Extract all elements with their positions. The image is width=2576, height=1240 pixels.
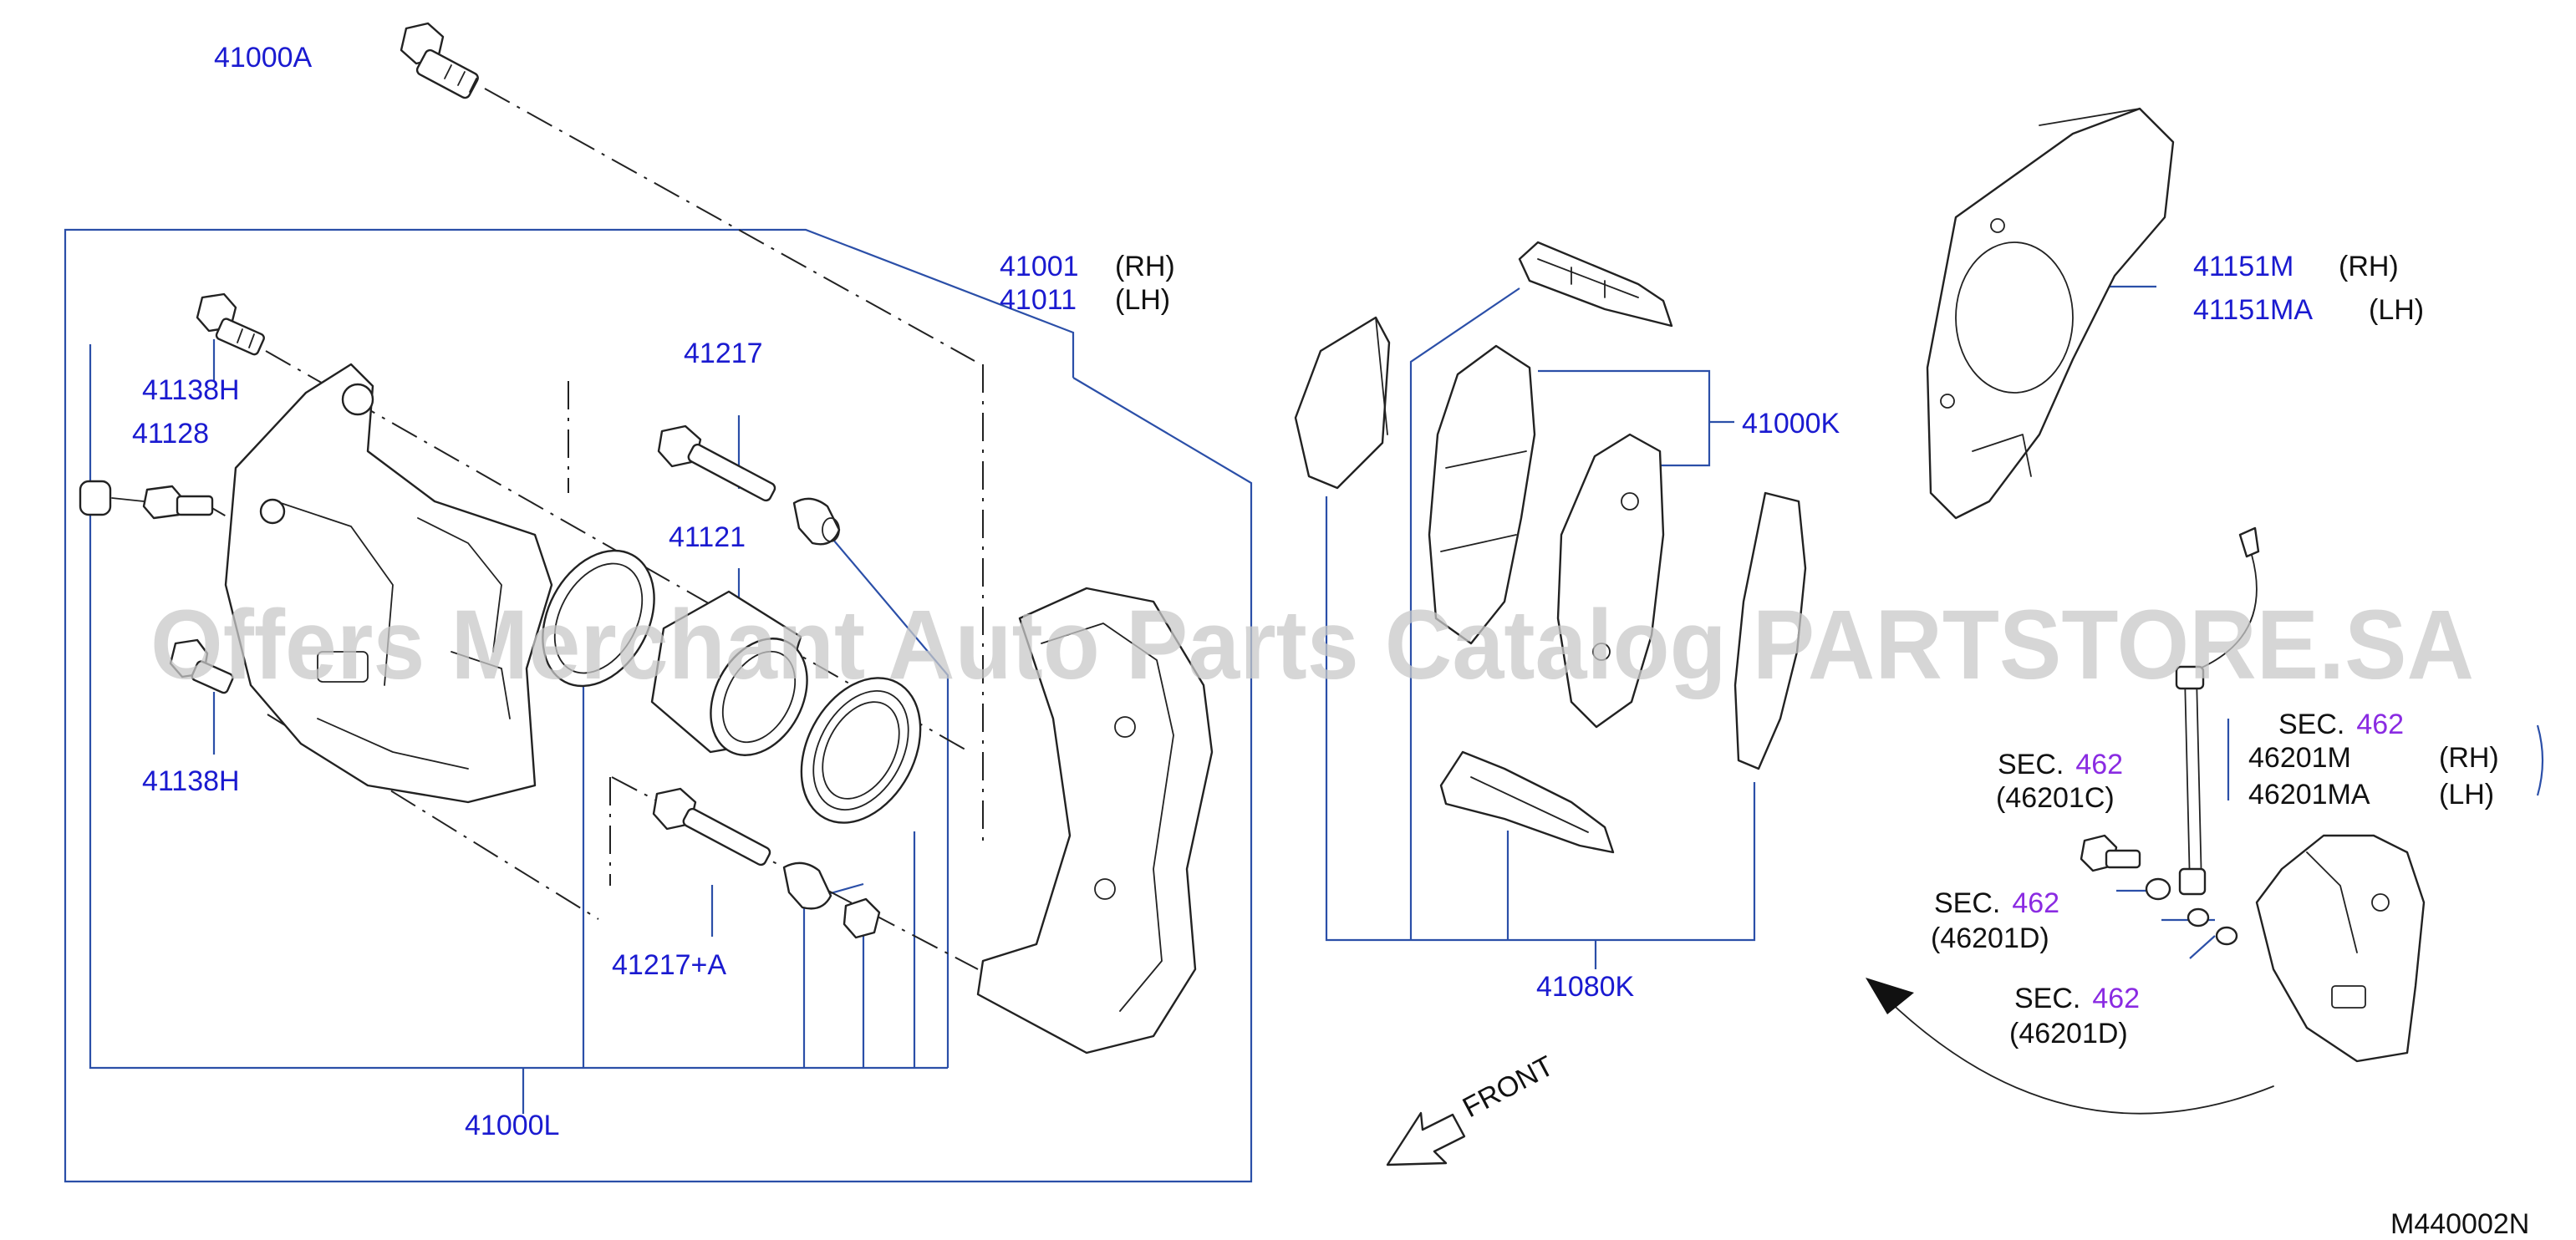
section-ref-462-c-num: 462 xyxy=(2092,983,2140,1014)
diagram-code: M440002N xyxy=(2390,1208,2529,1240)
bleeder-bolt-41138h-top[interactable] xyxy=(196,292,265,356)
bleeder-bolt-41138h-bottom[interactable] xyxy=(169,638,234,694)
callout-41151m[interactable]: 41151M xyxy=(2193,251,2293,282)
callout-46201ma-side: (LH) xyxy=(2439,779,2494,811)
piston-dust-boot[interactable] xyxy=(777,658,944,844)
section-ref-462-hose[interactable]: SEC. 462 xyxy=(2278,709,2404,740)
callout-41217[interactable]: 41217 xyxy=(684,338,763,369)
callout-41000a[interactable]: 41000A xyxy=(214,42,313,74)
caliper-bracket[interactable] xyxy=(976,587,1214,1055)
pad-shim[interactable] xyxy=(1294,316,1391,490)
hose-union-bolt[interactable] xyxy=(2080,834,2238,946)
pin-boot-bottom[interactable] xyxy=(782,861,881,939)
pin-boot-top[interactable] xyxy=(792,497,841,546)
watermark: Offers Merchant Auto Parts Catalog PARTS… xyxy=(150,590,2474,700)
callout-41217a[interactable]: 41217+A xyxy=(612,949,726,981)
section-ref-462-hose-num: 462 xyxy=(2356,709,2404,740)
leader-lines xyxy=(64,228,2544,1183)
section-ref-462-c-prefix: SEC. xyxy=(2014,983,2080,1014)
callout-46201m-side: (RH) xyxy=(2439,742,2499,774)
section-ref-462-c[interactable]: SEC. 462 xyxy=(2014,983,2140,1014)
rotation-arrow-icon xyxy=(1866,978,2274,1115)
callout-41121[interactable]: 41121 xyxy=(669,521,746,553)
callout-41000l[interactable]: 41000L xyxy=(465,1110,559,1141)
front-label: FRONT xyxy=(1458,1050,1559,1125)
caliper-bolt-41000a[interactable] xyxy=(400,22,480,99)
callout-41128[interactable]: 41128 xyxy=(132,418,209,450)
callout-41151ma[interactable]: 41151MA xyxy=(2193,294,2313,326)
section-ref-462-a-num: 462 xyxy=(2075,749,2123,780)
anti-squeal-shim-outer[interactable] xyxy=(1733,491,1807,770)
piston-seal[interactable] xyxy=(521,531,677,705)
callout-41011-side: (LH) xyxy=(1115,284,1170,316)
guide-pin-41217-top[interactable] xyxy=(657,424,776,502)
splash-shield[interactable] xyxy=(1926,107,2175,520)
bleeder-cap-41128[interactable] xyxy=(79,480,214,520)
callout-41080k[interactable]: 41080K xyxy=(1536,971,1635,1003)
guide-pin-41217a-bottom[interactable] xyxy=(652,787,771,866)
brake-pad-inner[interactable] xyxy=(1428,344,1536,645)
callout-41138h-top[interactable]: 41138H xyxy=(142,374,240,406)
front-direction-arrow-icon xyxy=(1386,1111,1466,1166)
callout-41138h-bottom[interactable]: 41138H xyxy=(142,765,240,797)
caliper-piston-41121[interactable] xyxy=(650,590,827,772)
section-ref-46201d-b: (46201D) xyxy=(1931,922,2049,954)
section-ref-462-b-num: 462 xyxy=(2012,887,2059,919)
callout-41151ma-side: (LH) xyxy=(2369,294,2424,326)
callout-46201m: 46201M xyxy=(2248,742,2351,774)
pad-retainer-clip-top[interactable] xyxy=(1518,241,1673,328)
caliper-assembly-small[interactable] xyxy=(2255,834,2426,1063)
section-ref-462-a-prefix: SEC. xyxy=(1998,749,2064,780)
section-ref-462-b[interactable]: SEC. 462 xyxy=(1934,887,2059,919)
brake-pad-outer[interactable] xyxy=(1556,433,1665,729)
brake-hose[interactable] xyxy=(2175,526,2260,896)
callout-41011[interactable]: 41011 xyxy=(1000,284,1077,316)
callout-41001-side: (RH) xyxy=(1115,251,1175,282)
callout-46201ma: 46201MA xyxy=(2248,779,2370,811)
caliper-body[interactable] xyxy=(224,363,553,804)
section-ref-462-b-prefix: SEC. xyxy=(1934,887,2000,919)
callout-labels: 41000A 41001 (RH) 41011 (LH) 41138H 4112… xyxy=(132,42,2529,1240)
section-ref-46201c: (46201C) xyxy=(1996,782,2115,814)
pad-retainer-clip-bottom[interactable] xyxy=(1439,750,1615,854)
section-ref-46201d-c: (46201D) xyxy=(2009,1018,2128,1049)
section-ref-462-hose-prefix: SEC. xyxy=(2278,709,2344,740)
callout-41151m-side: (RH) xyxy=(2339,251,2399,282)
callout-41000k[interactable]: 41000K xyxy=(1742,408,1840,440)
callout-41001[interactable]: 41001 xyxy=(1000,251,1079,282)
section-ref-462-a[interactable]: SEC. 462 xyxy=(1998,749,2123,780)
